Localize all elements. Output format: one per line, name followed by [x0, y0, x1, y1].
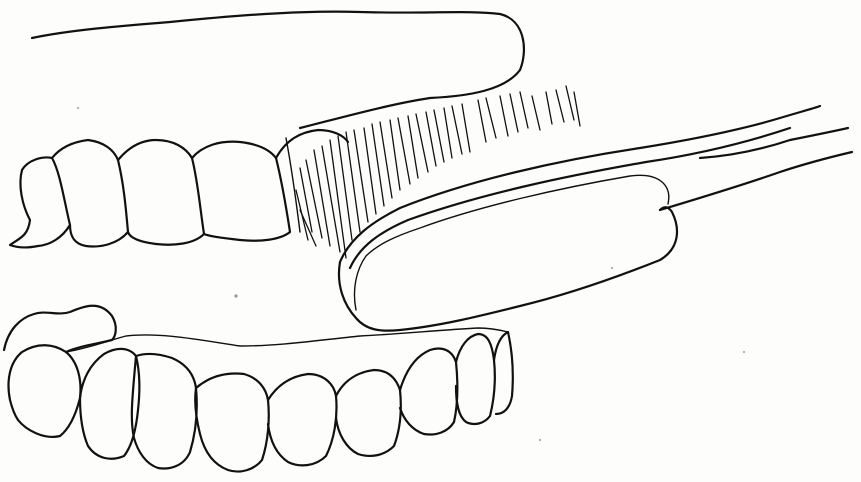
- upper-tooth-3: [118, 140, 204, 245]
- upper-teeth: [10, 130, 348, 247]
- lower-tooth-4: [195, 374, 269, 472]
- paper-specks: [77, 107, 745, 441]
- lower-tooth-2: [80, 349, 139, 459]
- lower-gum-outline: [4, 306, 116, 352]
- upper-tooth-1: [10, 158, 70, 248]
- lower-tooth-3: [132, 354, 197, 469]
- lower-tooth-8: [456, 334, 495, 424]
- lower-tooth-5: [268, 374, 337, 465]
- toothbrush-inner-rim: [354, 175, 668, 310]
- lower-tooth-1: [9, 345, 81, 437]
- lower-tooth-6: [336, 370, 401, 456]
- upper-gum-outline: [32, 12, 524, 128]
- upper-tooth-4: [192, 142, 290, 241]
- lower-tooth-7: [400, 349, 457, 435]
- toothbrush-head-inner: [350, 128, 790, 268]
- toothbrush-head-outer: [340, 106, 820, 262]
- lower-tooth-9: [494, 332, 513, 414]
- toothbrush-head-bottom: [339, 207, 677, 330]
- toothbrush: [339, 106, 852, 331]
- toothbrush-handle-bottom: [660, 152, 852, 210]
- brush-bristles: [296, 86, 580, 258]
- lower-teeth: [9, 328, 513, 472]
